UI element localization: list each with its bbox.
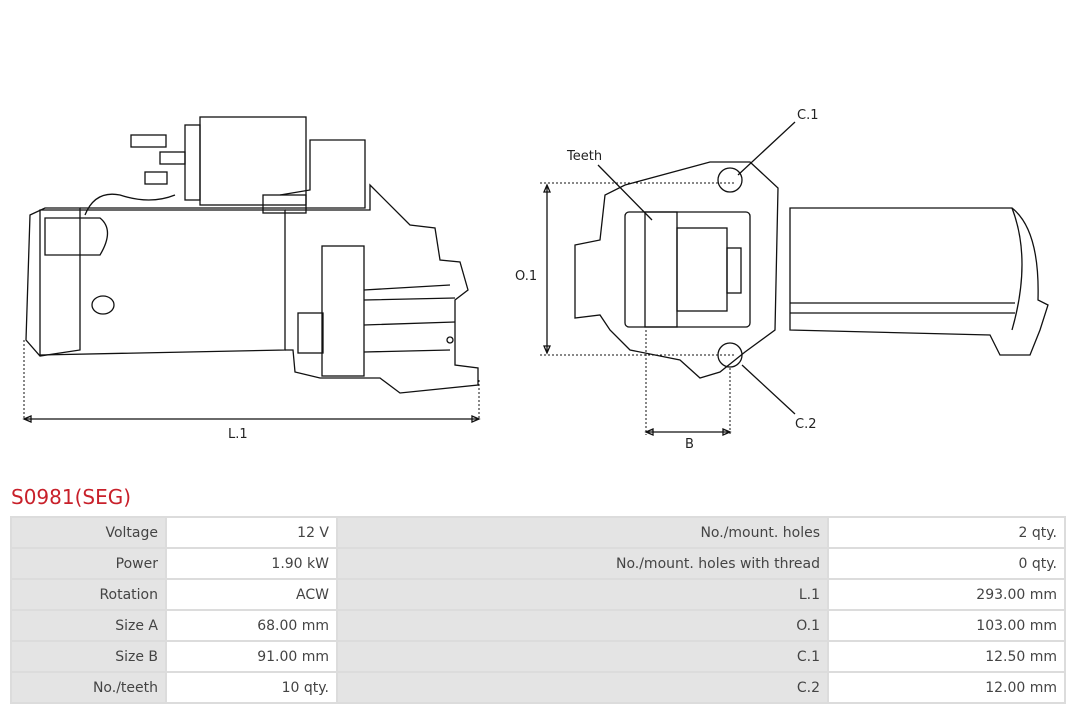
c1-label: C.1 [797, 108, 818, 123]
spec-label: O.1 [338, 611, 827, 640]
spec-label: C.1 [338, 642, 827, 671]
spec-label: Voltage [12, 518, 165, 547]
spec-label: Size A [12, 611, 165, 640]
front-view: C.1 C.2 Teeth O.1 B [515, 108, 1049, 452]
spec-label: No./mount. holes [338, 518, 827, 547]
side-view: L.1 [22, 116, 481, 442]
spec-value: 12.00 mm [829, 673, 1064, 702]
o1-label: O.1 [515, 269, 537, 284]
spec-value: 68.00 mm [167, 611, 336, 640]
spec-label: Power [12, 549, 165, 578]
spec-label: L.1 [338, 580, 827, 609]
spec-value: 1.90 kW [167, 549, 336, 578]
spec-label: No./mount. holes with thread [338, 549, 827, 578]
spec-value: 0 qty. [829, 549, 1064, 578]
starter-technical-drawing: L.1 C.1 C.2 Teeth O.1 B [22, 108, 1049, 452]
spec-value: 103.00 mm [829, 611, 1064, 640]
spec-value: 293.00 mm [829, 580, 1064, 609]
spec-label: C.2 [338, 673, 827, 702]
teeth-label: Teeth [566, 149, 602, 164]
spec-label: Size B [12, 642, 165, 671]
l1-label: L.1 [228, 427, 248, 442]
spec-label: Rotation [12, 580, 165, 609]
spec-value: ACW [167, 580, 336, 609]
c2-label: C.2 [795, 417, 816, 432]
spec-value: 10 qty. [167, 673, 336, 702]
spec-value: 12 V [167, 518, 336, 547]
product-title: S0981(SEG) [11, 485, 132, 509]
spec-value: 2 qty. [829, 518, 1064, 547]
b-label: B [685, 437, 694, 452]
spec-value: 91.00 mm [167, 642, 336, 671]
spec-label: No./teeth [12, 673, 165, 702]
spec-value: 12.50 mm [829, 642, 1064, 671]
